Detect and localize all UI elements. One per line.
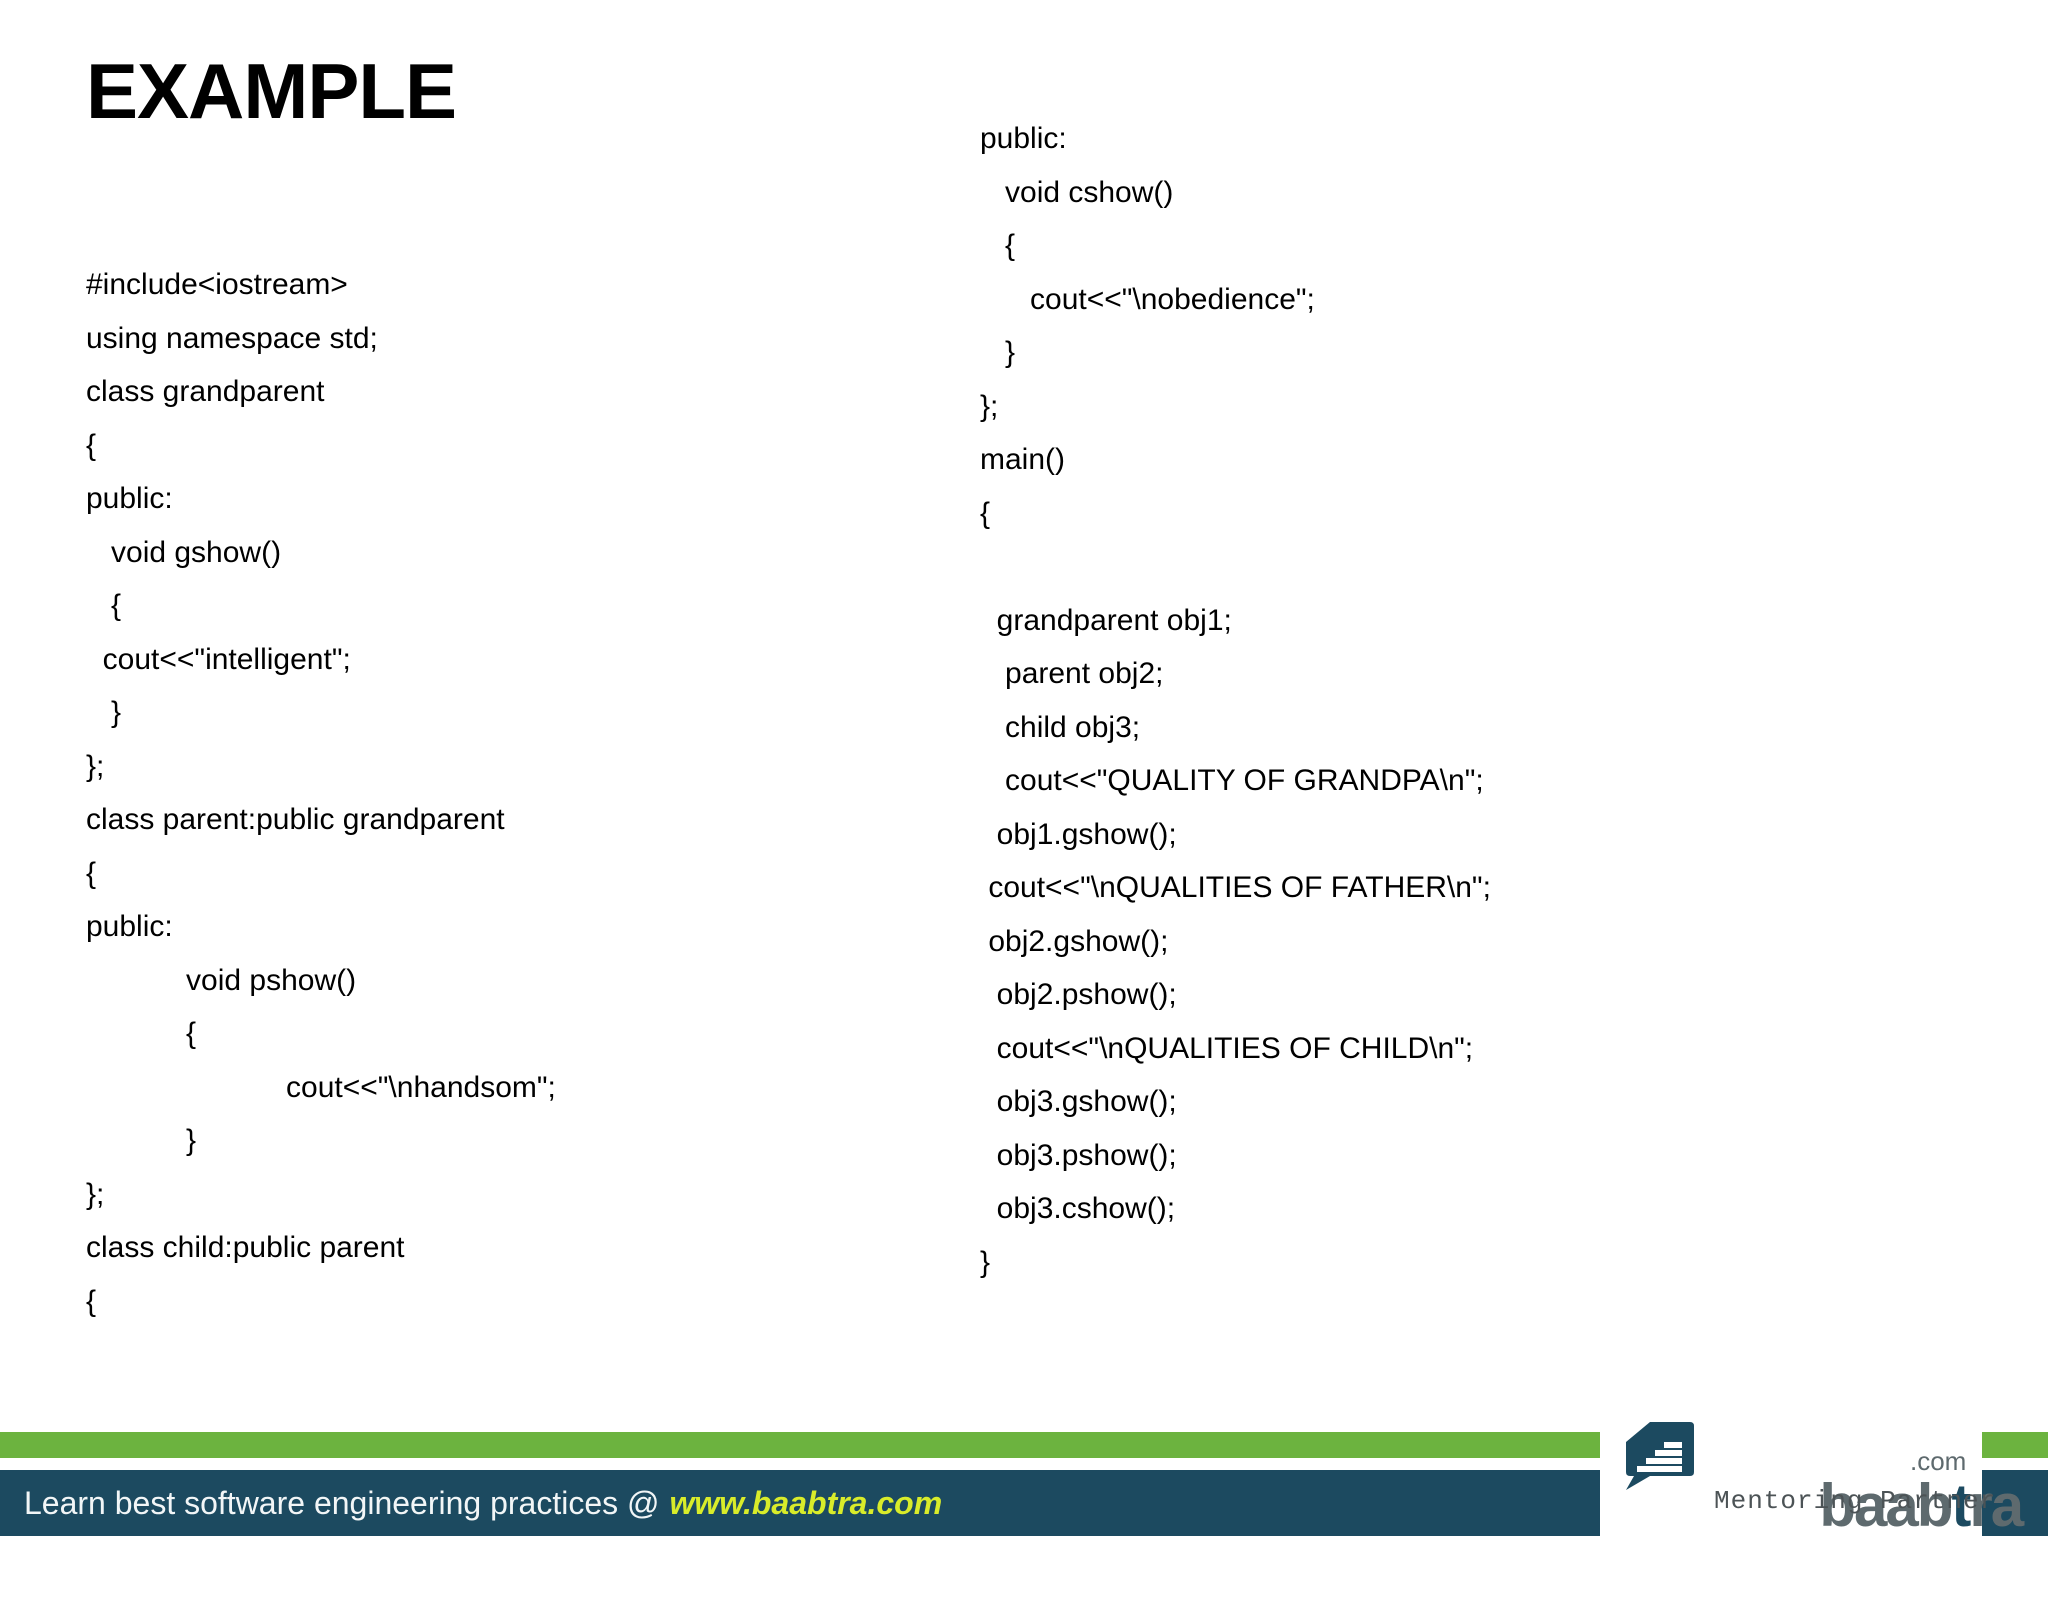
footer-website-link[interactable]: www.baabtra.com [669,1484,943,1521]
code-left-line: cout<<"\nhandsom"; [86,1070,556,1104]
footer-tagline-text: Learn best software engineering practice… [24,1484,660,1521]
code-left-line: } [86,696,122,729]
footer-dark-band-right [1982,1470,2048,1536]
code-right-line: public: [980,122,1067,155]
code-right-line: } [980,1245,991,1279]
code-block-left: #include<iostream> using namespace std; cl… [86,258,726,1328]
code-left-line: }; [86,749,105,783]
code-right-line: obj2.gshow(); [980,924,1169,958]
code-left-line: public: [86,482,173,515]
logo-word-ra: ra [1969,1472,2024,1539]
code-right-line: grandparent obj1; [980,603,1232,637]
code-right-line: void cshow() [980,175,1174,209]
code-right-line: { [980,229,1016,262]
code-left-line: class grandparent [86,375,325,408]
logo-dotcom: .com [1910,1446,1967,1476]
code-right-line: { [980,496,991,530]
page-title: EXAMPLE [86,47,457,135]
code-left-line: { [86,589,122,622]
code-right-line: cout<<"\nobedience"; [980,282,1315,316]
code-left-line: #include<iostream> [86,268,348,301]
code-right-line: obj3.gshow(); [980,1085,1177,1118]
logo-word-baab: baab [1819,1472,1953,1539]
code-left-line: { [86,856,97,890]
code-right-line: child obj3; [980,710,1141,744]
code-left-line: { [86,1284,97,1318]
code-right-line [980,540,1820,594]
logo-word-t: t [1951,1472,1971,1539]
footer-green-bar-left [0,1432,1600,1458]
speech-bubble-stairs-icon [1626,1422,1694,1490]
code-left-line: }; [86,1177,105,1211]
code-right-line: obj1.gshow(); [980,817,1177,851]
code-left-line: void pshow() [86,963,357,997]
code-left-line: cout<<"intelligent"; [86,642,351,676]
code-right-line: } [980,336,1016,369]
code-right-line: cout<<"\nQUALITIES OF FATHER\n"; [980,871,1491,904]
code-right-line: cout<<"QUALITY OF GRANDPA\n"; [980,764,1484,797]
code-right-line: obj2.pshow(); [980,978,1177,1011]
footer-banner: Learn best software engineering practice… [0,1400,2048,1536]
code-left-line: { [86,1017,197,1050]
code-block-right: public: void cshow() { cout<<"\nobedienc… [980,112,1820,1289]
code-left-line: public: [86,910,173,943]
code-right-line: obj3.pshow(); [980,1138,1177,1172]
logo-tagline: Mentoring Partner [1714,1486,1997,1516]
code-left-line: { [86,428,97,462]
footer-dark-band-left [0,1470,1600,1536]
code-left-line: class parent:public grandparent [86,803,505,836]
baabtra-logo[interactable]: baabtra .com Mentoring Partner [1620,1406,2024,1536]
logo-wordmark: baabtra [1702,1416,2024,1596]
code-right-line: }; [980,389,999,423]
footer-green-bar-right [1982,1432,2048,1458]
code-left-line: void gshow() [86,535,282,569]
code-left-line: using namespace std; [86,321,378,355]
code-left-line: } [86,1124,197,1157]
code-right-line: parent obj2; [980,657,1164,690]
footer-tagline: Learn best software engineering practice… [24,1470,942,1536]
code-right-line: cout<<"\nQUALITIES OF CHILD\n"; [980,1031,1474,1065]
code-left-line: class child:public parent [86,1231,405,1264]
slide-canvas: EXAMPLE #include<iostream> using namespac… [0,47,2048,1536]
code-right-line: obj3.cshow(); [980,1192,1176,1225]
code-right-line: main() [980,443,1066,476]
